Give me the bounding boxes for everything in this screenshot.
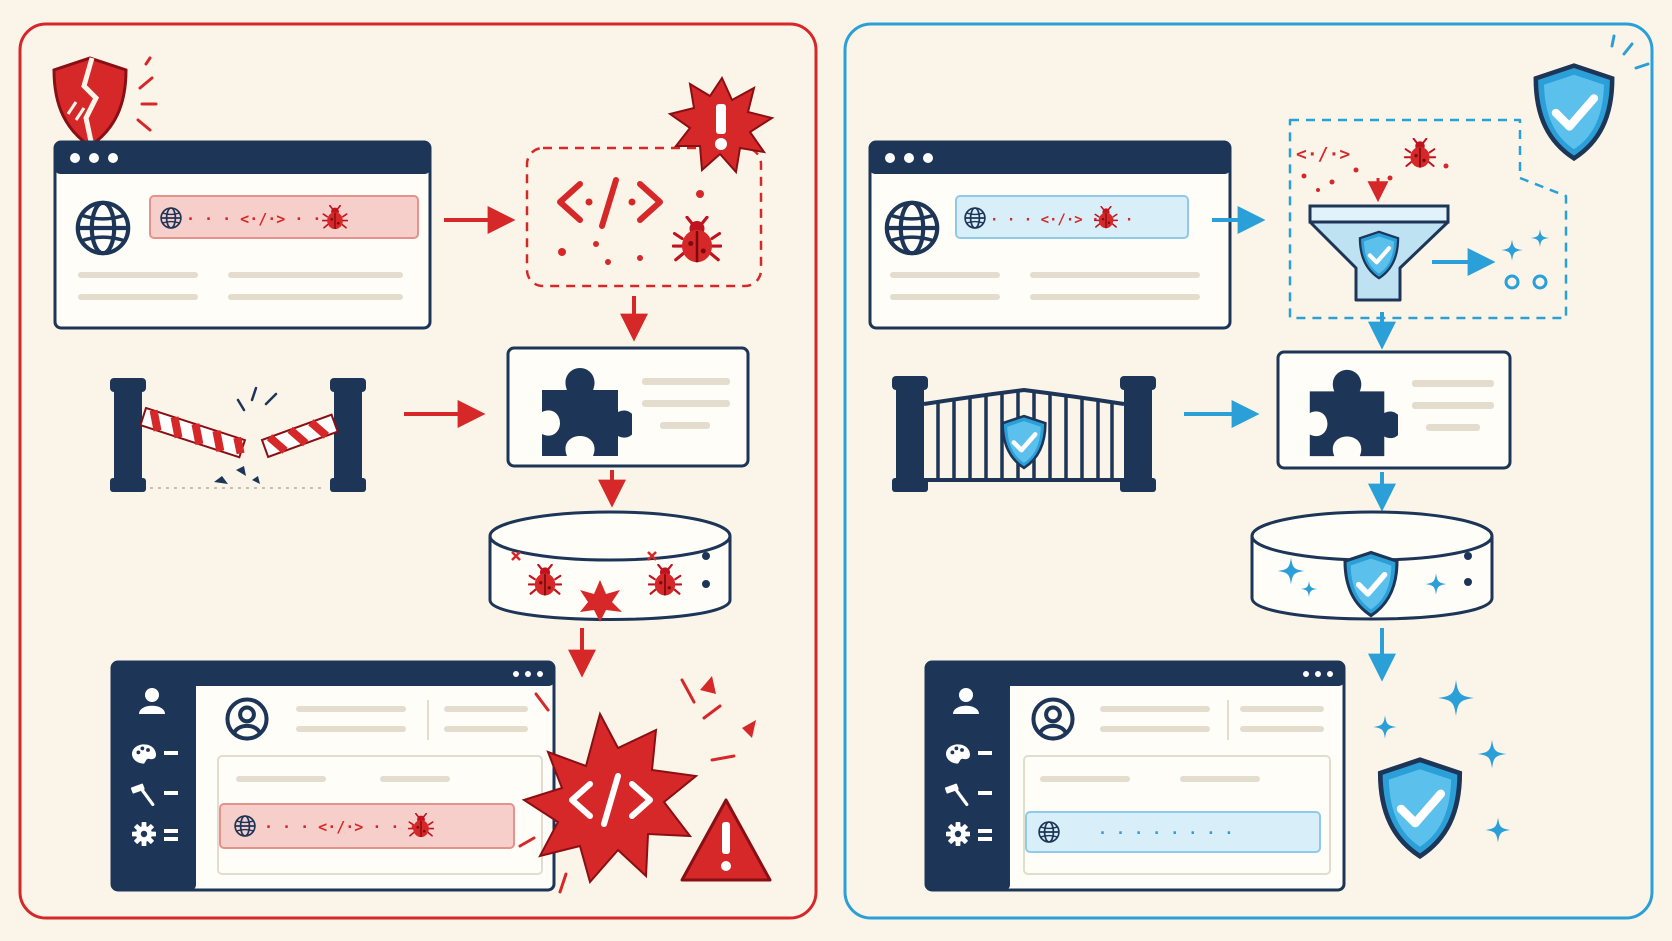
malicious-input-text: · · · <·/·> · · · [186,210,340,228]
code-explosion-icon [518,676,756,894]
url-input[interactable] [955,195,1189,239]
plugin-card [506,346,750,468]
sparkle-icon [1438,680,1474,716]
sanitized-field[interactable] [1025,811,1321,853]
insecure-panel-frame [18,22,818,920]
bug-icon [1404,138,1436,169]
injected-field[interactable] [219,803,515,849]
insecure-panel: · · · <·/·> · · · [18,22,818,920]
broken-shield-icon [52,56,158,148]
shield-check-icon [1380,760,1459,856]
malicious-url-input[interactable] [149,195,419,239]
injected-field-text: · · · <·/·> · · · [264,818,418,836]
admin-dashboard: · · · <·/·> · · · [110,660,556,892]
spark-icon [580,580,622,622]
secure-panel: · · · <·/·> · · · <·/·> [843,22,1654,920]
warning-triangle-icon [680,798,772,882]
malicious-payload [525,75,775,288]
code-tag-icon [557,177,663,229]
sparkle-icon [1501,239,1523,261]
locked-gate-shield-icon [892,376,1156,492]
sanitized-field-text: · · · · · · · · [1098,824,1233,842]
sparkle-icon [1485,817,1511,843]
clean-database [1250,510,1494,621]
secure-plugin-card [1276,350,1512,470]
secure-browser-window: · · · <·/·> · · · [868,140,1232,330]
bug-icon [672,216,722,264]
sparkle-icon [1373,715,1397,739]
sparkle-icon [1531,229,1549,247]
infected-database [488,510,732,622]
secure-panel-frame [843,22,1654,920]
filter-input-text: <·/·> [1296,144,1350,165]
gear-icon[interactable] [946,822,970,846]
gear-icon[interactable] [132,822,156,846]
broken-barrier-icon [110,378,366,492]
shield-check-icon [1536,66,1612,159]
sparkle-icon [1477,739,1507,769]
dot-icon [1504,274,1520,290]
alert-starburst-icon [667,75,775,175]
funnel-shield-icon [1308,204,1450,302]
sanitizer-filter: <·/·> [1288,118,1568,320]
browser-window: · · · <·/·> · · · [53,140,432,330]
secure-admin-dashboard: · · · · · · · · [924,660,1346,892]
